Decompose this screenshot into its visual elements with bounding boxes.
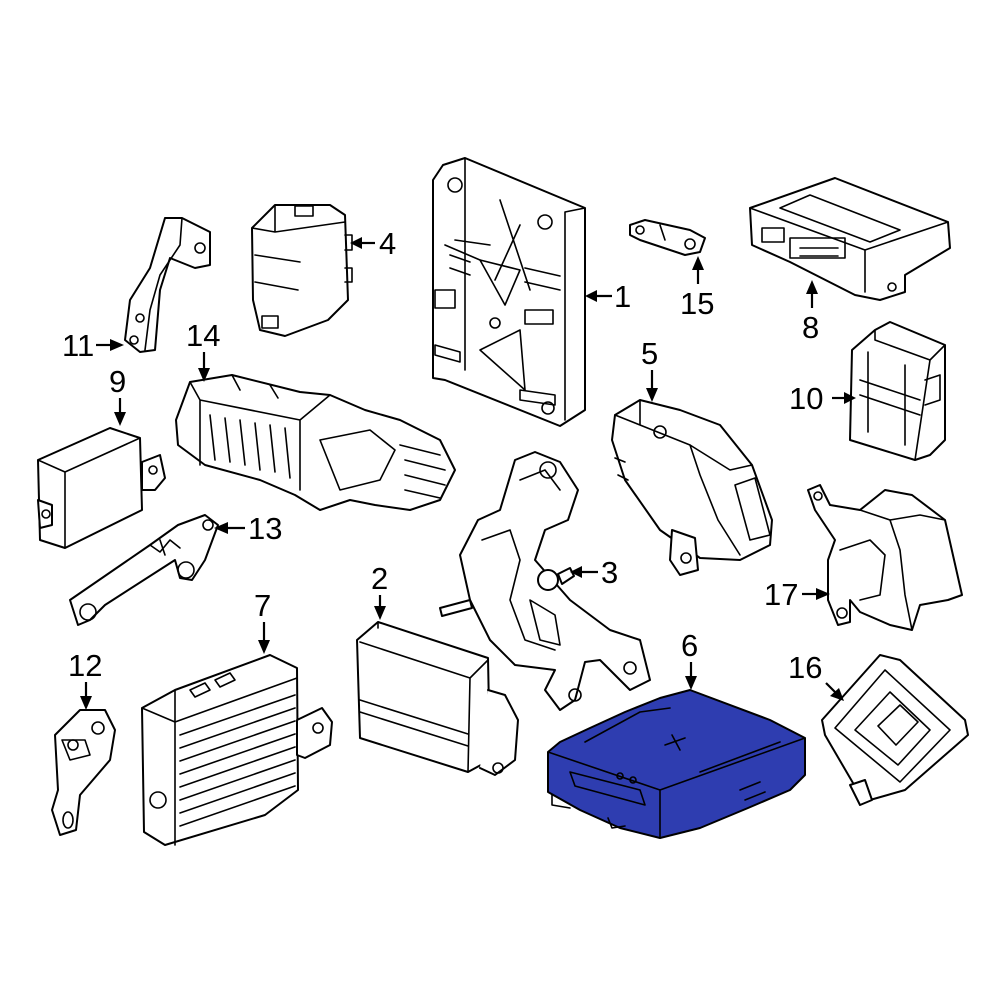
part-2-module[interactable] [356, 621, 519, 776]
part-5-module[interactable] [611, 399, 773, 576]
callout-9: 9 [109, 364, 126, 399]
part-10-module[interactable] [849, 321, 946, 461]
callout-6: 6 [681, 628, 698, 663]
part-7-module[interactable] [141, 654, 333, 846]
part-9-module[interactable] [37, 427, 166, 549]
callout-labels: 1 2 3 4 5 6 7 8 9 10 11 12 13 14 15 16 1… [62, 226, 823, 685]
callout-7: 7 [254, 588, 271, 623]
part-3-bracket[interactable] [439, 451, 651, 711]
callout-8: 8 [802, 310, 819, 345]
part-12-bracket[interactable] [51, 709, 116, 836]
part-13-bracket[interactable] [69, 514, 219, 626]
callout-12: 12 [68, 648, 102, 683]
part-1-fuse-box[interactable] [432, 157, 586, 427]
callout-1: 1 [614, 279, 631, 314]
callout-2: 2 [371, 561, 388, 596]
callout-3: 3 [601, 555, 618, 590]
callout-17: 17 [764, 577, 798, 612]
callout-16: 16 [788, 650, 822, 685]
callout-5: 5 [641, 336, 658, 371]
callout-14: 14 [186, 318, 220, 353]
callout-10: 10 [789, 381, 823, 416]
callout-15: 15 [680, 286, 714, 321]
part-6-module-highlighted[interactable] [547, 689, 806, 839]
part-17-bracket[interactable] [807, 484, 963, 631]
part-14-harness-block[interactable] [175, 374, 456, 511]
callout-13: 13 [248, 511, 282, 546]
part-15-clip[interactable] [629, 219, 706, 256]
part-8-module[interactable] [749, 177, 951, 301]
part-16-module[interactable] [821, 654, 969, 806]
callout-11: 11 [62, 328, 94, 363]
part-4-module[interactable] [251, 204, 353, 337]
callout-4: 4 [379, 226, 396, 261]
part-11-bracket[interactable] [124, 217, 211, 353]
part-6-body [547, 689, 806, 839]
callout-leaders [80, 237, 856, 710]
